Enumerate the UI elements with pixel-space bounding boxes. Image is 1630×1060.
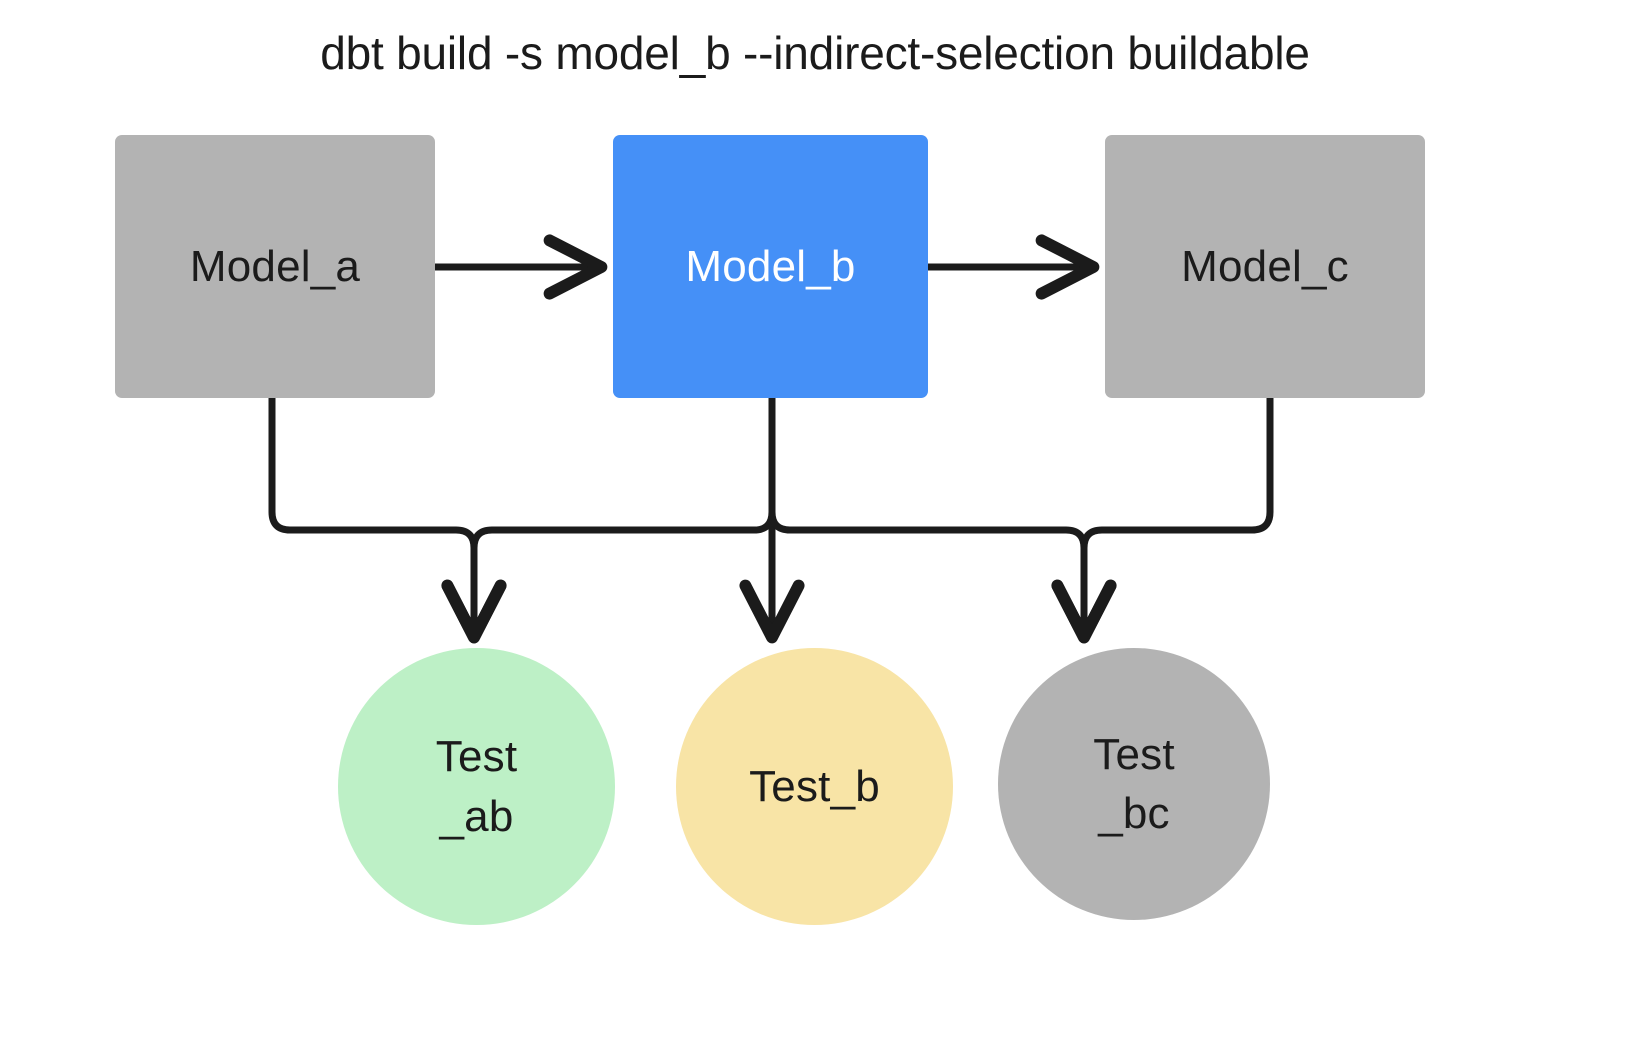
node-test-ab[interactable]: Test _ab [338,648,615,925]
node-test-bc-label-line1: Test [1093,729,1175,779]
node-test-bc[interactable]: Test _bc [998,648,1270,920]
node-model-a[interactable]: Model_a [115,135,435,398]
node-test-b[interactable]: Test_b [676,648,953,925]
node-test-ab-label-line2: _ab [439,791,514,841]
edge-model-a-to-test-ab [268,398,507,644]
node-model-b-label: Model_b [685,241,856,291]
node-test-b-label-line1: Test_b [749,761,880,811]
edge-model-c-to-test-bc [1051,398,1274,644]
node-model-a-label: Model_a [189,241,361,291]
edge-model-b-to-test-ab [441,398,776,644]
node-test-ab-label-line1: Test [435,732,518,782]
node-model-c-label: Model_c [1181,241,1349,291]
node-model-c[interactable]: Model_c [1105,135,1425,398]
edge-model-b-to-test-bc [768,398,1117,644]
node-test-bc-label-line2: _bc [1098,789,1170,838]
node-model-b[interactable]: Model_b [613,135,928,398]
diagram-title: dbt build -s model_b --indirect-selectio… [320,27,1310,79]
